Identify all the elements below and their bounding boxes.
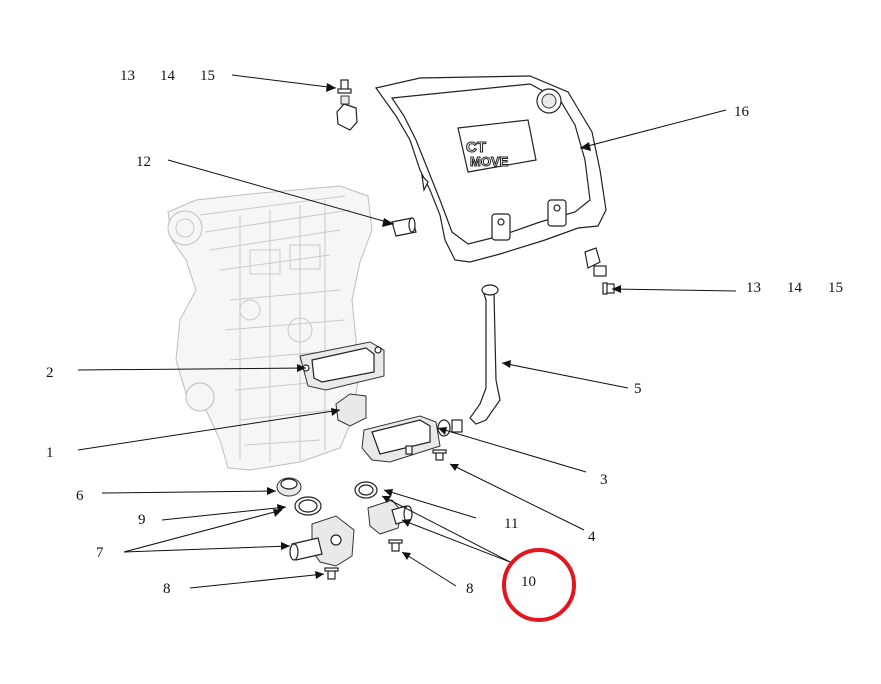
callout-15-top: 15	[200, 68, 215, 84]
part-11-ring	[354, 481, 378, 499]
part-4-screw	[432, 449, 447, 461]
callout-14-top: 14	[160, 68, 176, 84]
cover-logo-brand: CT	[466, 139, 486, 156]
callout-8-left: 8	[163, 581, 171, 597]
part-7-outlet	[289, 515, 355, 567]
right-bolt-assembly	[584, 247, 615, 295]
callout-8-right: 8	[466, 581, 474, 597]
part-12-dowel	[391, 217, 417, 237]
callout-labels: 13 14 15 16 12 13 14 15 2 5 1 3 6 9 11 4…	[46, 68, 843, 597]
callout-1: 1	[46, 445, 54, 461]
callout-9: 9	[138, 512, 146, 528]
cover-logo-word: MOVE	[470, 154, 509, 169]
part-2-plate	[299, 341, 385, 391]
part-10-elbow	[367, 499, 413, 535]
callout-3: 3	[600, 472, 608, 488]
callout-12: 12	[136, 154, 151, 170]
callout-2: 2	[46, 365, 54, 381]
part-5-hose	[469, 284, 501, 425]
part-8-bolt-left	[324, 567, 339, 580]
callout-4: 4	[588, 529, 596, 545]
callout-16: 16	[734, 104, 750, 120]
callout-5: 5	[634, 381, 642, 397]
engine-block	[167, 185, 373, 471]
part-9-ring	[294, 496, 322, 516]
callout-15-right: 15	[828, 280, 843, 296]
callout-13-right: 13	[746, 280, 761, 296]
leader-lines	[77, 74, 737, 589]
part-3-housing	[361, 415, 463, 463]
callout-7: 7	[96, 545, 104, 561]
callout-10: 10	[521, 574, 536, 590]
part-8-bolt-right	[388, 539, 403, 552]
top-bolt-assembly	[336, 79, 358, 131]
highlight-circle	[502, 548, 576, 622]
part-1-block	[335, 393, 367, 427]
callout-13-top: 13	[120, 68, 135, 84]
callout-11: 11	[504, 516, 518, 532]
engine-cover: CT MOVE	[374, 75, 607, 263]
callout-14-right: 14	[787, 280, 803, 296]
callout-6: 6	[76, 488, 84, 504]
part-6-thermostat	[276, 477, 302, 497]
